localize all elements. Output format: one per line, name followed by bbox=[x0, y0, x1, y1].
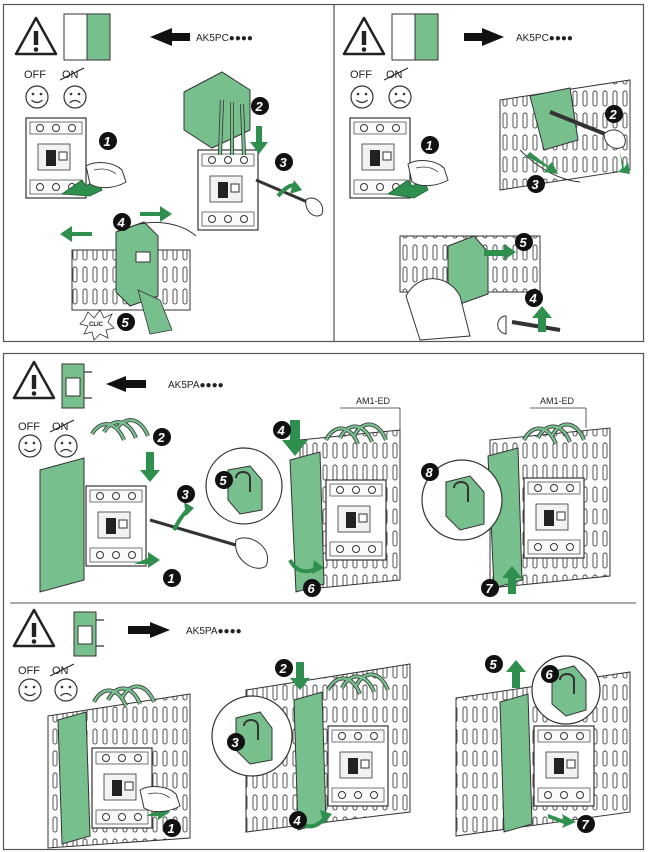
svg-text:7: 7 bbox=[486, 581, 494, 596]
step-badge-4c: 4 bbox=[273, 421, 291, 439]
step-badge-6c: 6 bbox=[303, 579, 321, 597]
p4-ref: AK5PA●●●● bbox=[186, 626, 242, 637]
warning-icon-3 bbox=[12, 360, 56, 400]
smiley-icon-2 bbox=[350, 85, 374, 109]
svg-text:3: 3 bbox=[532, 177, 540, 192]
warning-icon-4 bbox=[12, 608, 56, 648]
svg-text:5: 5 bbox=[520, 235, 528, 250]
step-badge-1: 1 bbox=[99, 132, 117, 150]
panel-3: AK5PA●●●● OFF ON AM1-ED AM1-ED bbox=[12, 360, 611, 594]
svg-text:2: 2 bbox=[609, 107, 618, 122]
step-badge-5b: 5 bbox=[515, 233, 533, 251]
arrow-right-icon-2 bbox=[128, 622, 170, 638]
svg-text:4: 4 bbox=[293, 813, 302, 828]
frowny-icon-2 bbox=[388, 85, 412, 109]
breaker-illustration-6 bbox=[523, 477, 585, 559]
svg-text:1: 1 bbox=[104, 134, 111, 149]
p3-rail2: AM1-ED bbox=[540, 396, 575, 406]
p1-off-label: OFF bbox=[24, 69, 46, 81]
warning-icon bbox=[14, 16, 58, 56]
step-badge-4d: 4 bbox=[289, 811, 307, 829]
svg-text:7: 7 bbox=[582, 817, 590, 832]
p4-off-label: OFF bbox=[18, 665, 40, 677]
step-badge-4: 4 bbox=[113, 213, 131, 231]
p3-off-label: OFF bbox=[18, 421, 40, 433]
hand-illustration bbox=[85, 162, 127, 189]
p2-ref: AK5PC●●●● bbox=[516, 33, 573, 44]
svg-text:4: 4 bbox=[529, 291, 538, 306]
frowny-icon bbox=[63, 85, 87, 109]
p1-ref: AK5PC●●●● bbox=[196, 33, 253, 44]
step-badge-3: 3 bbox=[275, 153, 293, 171]
warning-icon-2 bbox=[342, 16, 386, 56]
step-badge-7c: 7 bbox=[481, 579, 499, 597]
svg-text:5: 5 bbox=[490, 657, 498, 672]
svg-text:5: 5 bbox=[122, 315, 130, 330]
svg-text:1: 1 bbox=[426, 138, 433, 153]
bottom-frame bbox=[2, 352, 645, 851]
panel-4: AK5PA●●●● OFF ON bbox=[12, 608, 631, 849]
frowny-icon-4 bbox=[54, 678, 78, 702]
step-badge-2b: 2 bbox=[605, 105, 623, 123]
svg-text:6: 6 bbox=[308, 581, 316, 596]
svg-text:2: 2 bbox=[255, 99, 264, 114]
smiley-icon-3 bbox=[18, 434, 42, 458]
step-badges: 1 2 3 4 5 1 2 3 5 4 2 3 1 4 5 6 8 7 1 2 … bbox=[99, 97, 623, 837]
step-badge-4b: 4 bbox=[525, 289, 543, 307]
panel-1: AK5PC●●●● OFF ON CLIC bbox=[14, 13, 324, 341]
step-badge-2: 2 bbox=[251, 97, 269, 115]
panel-2: AK5PC●●●● OFF ON bbox=[342, 13, 631, 341]
svg-text:1: 1 bbox=[168, 821, 175, 836]
breaker-illustration-5 bbox=[325, 479, 387, 561]
breaker-illustration-9 bbox=[533, 725, 595, 807]
step-badge-5c: 5 bbox=[215, 471, 233, 489]
step-badge-8c: 8 bbox=[421, 463, 439, 481]
step-badge-5: 5 bbox=[117, 313, 135, 331]
svg-text:8: 8 bbox=[426, 465, 434, 480]
step-badge-1d: 1 bbox=[163, 819, 181, 837]
step-badge-3b: 3 bbox=[527, 175, 545, 193]
svg-text:2: 2 bbox=[157, 430, 166, 445]
top-frame bbox=[2, 3, 645, 343]
breaker-illustration-2 bbox=[197, 149, 259, 231]
svg-text:3: 3 bbox=[182, 487, 190, 502]
svg-text:3: 3 bbox=[232, 735, 240, 750]
step-badge-1b: 1 bbox=[421, 136, 439, 154]
smiley-icon-4 bbox=[18, 678, 42, 702]
breaker-illustration-8 bbox=[327, 725, 389, 807]
breaker-illustration-4 bbox=[85, 485, 147, 567]
step-badge-2d: 2 bbox=[275, 659, 293, 677]
svg-text:5: 5 bbox=[220, 473, 228, 488]
step-badge-3c: 3 bbox=[177, 485, 195, 503]
svg-text:6: 6 bbox=[546, 667, 554, 682]
smiley-icon bbox=[25, 85, 49, 109]
p2-off-label: OFF bbox=[350, 69, 372, 81]
step-badge-1c: 1 bbox=[163, 569, 181, 587]
clic-label: CLIC bbox=[89, 322, 104, 328]
svg-text:4: 4 bbox=[277, 423, 286, 438]
p3-rail1: AM1-ED bbox=[356, 396, 391, 406]
svg-text:2: 2 bbox=[279, 661, 288, 676]
arrow-right-icon bbox=[464, 28, 504, 46]
arrow-left-icon bbox=[150, 28, 190, 46]
frowny-icon-3 bbox=[54, 434, 78, 458]
svg-text:3: 3 bbox=[280, 155, 288, 170]
arrow-left-icon-2 bbox=[106, 376, 146, 392]
step-badge-5d: 5 bbox=[485, 655, 503, 673]
step-badge-7d: 7 bbox=[577, 815, 595, 833]
svg-text:1: 1 bbox=[168, 571, 175, 586]
step-badge-2c: 2 bbox=[153, 428, 171, 446]
svg-text:4: 4 bbox=[117, 215, 126, 230]
step-badge-3d: 3 bbox=[227, 733, 245, 751]
step-badge-6d: 6 bbox=[541, 665, 559, 683]
p3-ref: AK5PA●●●● bbox=[168, 380, 224, 391]
hand-illustration-2 bbox=[407, 160, 449, 187]
